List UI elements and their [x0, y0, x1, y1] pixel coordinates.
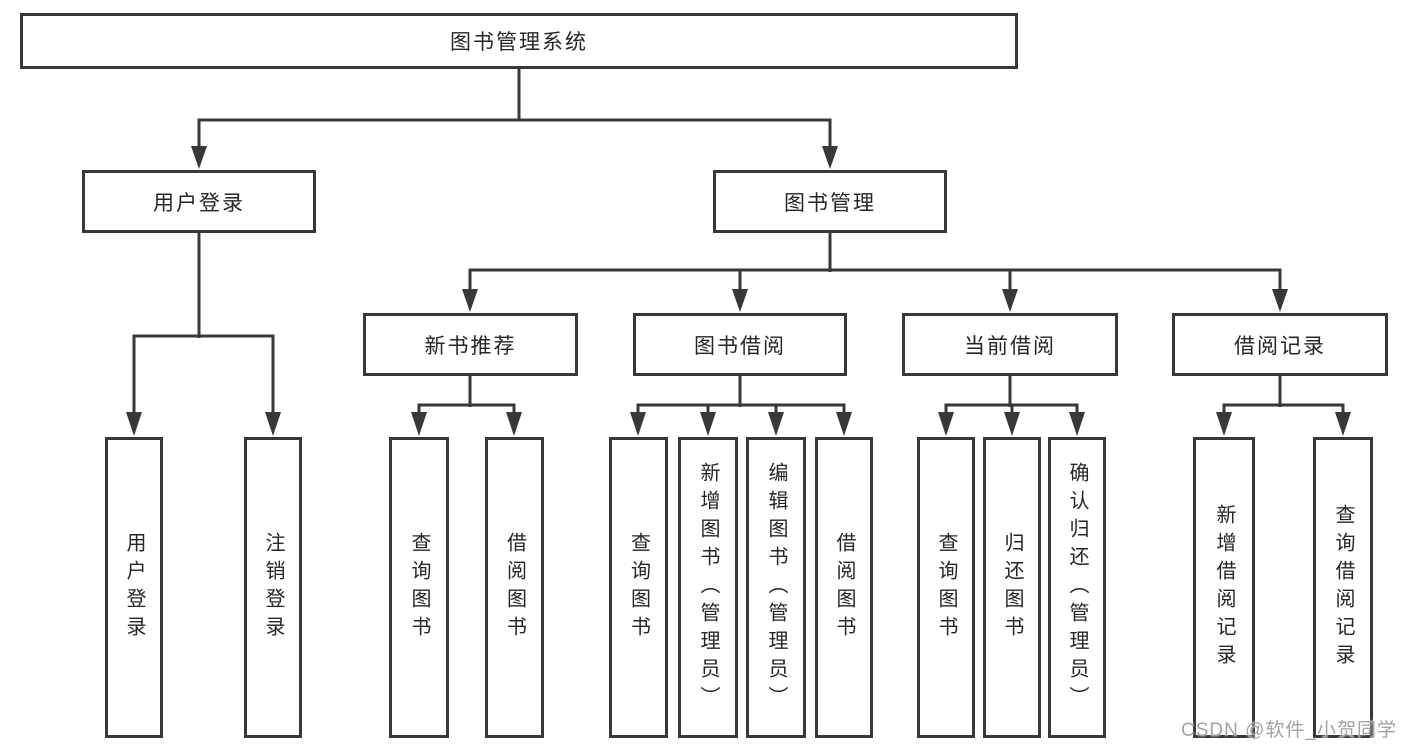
node-leaf-query-books-2: 查询图书	[609, 437, 668, 738]
arrowhead	[1216, 412, 1232, 436]
arrowhead	[126, 412, 142, 436]
node-label: 编辑图书（管理员）	[765, 461, 787, 714]
node-new-book-recommend: 新书推荐	[363, 313, 578, 376]
node-label: 借阅记录	[1234, 334, 1326, 358]
node-label: 当前借阅	[964, 334, 1056, 358]
node-current-borrowing: 当前借阅	[902, 313, 1118, 376]
arrowhead	[768, 412, 784, 436]
arrowhead	[506, 412, 522, 436]
arrowhead	[411, 412, 427, 436]
connector-rail-new-book	[417, 403, 516, 416]
connector-rail-level3	[468, 268, 1282, 293]
arrowhead	[836, 412, 852, 436]
node-label: 图书管理系统	[450, 31, 588, 54]
node-leaf-add-book-admin: 新增图书（管理员）	[678, 437, 738, 738]
arrowhead	[1272, 289, 1288, 312]
node-leaf-borrow-books-2: 借阅图书	[815, 437, 873, 738]
node-label: 新书推荐	[424, 334, 517, 358]
connector-rail-user-login	[132, 334, 275, 416]
arrowhead	[1002, 289, 1018, 312]
node-leaf-logout: 注销登录	[244, 437, 302, 738]
node-label: 用户登录	[123, 531, 145, 644]
node-label: 用户登录	[153, 191, 245, 215]
node-user-login: 用户登录	[82, 170, 316, 233]
arrowhead	[462, 289, 478, 312]
connector-rail-book-borrow	[636, 403, 846, 416]
node-label: 查询借阅记录	[1332, 503, 1354, 672]
arrowhead	[822, 146, 838, 169]
arrowhead	[191, 146, 207, 169]
arrowhead	[732, 289, 748, 312]
node-label: 查询图书	[627, 531, 650, 644]
node-label: 借阅图书	[503, 531, 526, 644]
node-leaf-edit-book-admin: 编辑图书（管理员）	[746, 437, 806, 738]
arrowhead	[1004, 412, 1020, 436]
node-leaf-query-books-1: 查询图书	[389, 437, 449, 738]
arrowhead	[265, 412, 281, 436]
node-label: 查询图书	[408, 531, 430, 644]
node-leaf-user-login: 用户登录	[105, 437, 163, 738]
node-leaf-borrow-books-1: 借阅图书	[485, 437, 544, 738]
node-leaf-query-books-3: 查询图书	[917, 437, 975, 738]
arrowhead	[1335, 412, 1351, 436]
node-leaf-query-borrow-record: 查询借阅记录	[1313, 437, 1373, 738]
node-label: 借阅图书	[833, 531, 855, 644]
arrowhead	[630, 412, 646, 436]
arrowheads	[126, 146, 1351, 436]
node-label: 图书借阅	[694, 334, 786, 358]
node-library-management-system: 图书管理系统	[20, 13, 1018, 69]
node-label: 确认归还（管理员）	[1066, 461, 1088, 714]
node-label: 图书管理	[784, 191, 876, 215]
connector-rail-borrow-records	[1222, 403, 1345, 416]
node-book-borrowing: 图书借阅	[633, 313, 847, 376]
node-leaf-add-borrow-record: 新增借阅记录	[1193, 437, 1255, 738]
node-leaf-confirm-return-admin: 确认归还（管理员）	[1048, 437, 1106, 738]
connector-rail-level2	[197, 118, 832, 150]
node-label: 注销登录	[262, 531, 284, 644]
node-borrowing-records: 借阅记录	[1172, 313, 1388, 376]
node-label: 归还图书	[1001, 531, 1023, 644]
csdn-watermark: CSDN @软件_小贺同学	[1181, 720, 1397, 741]
node-label: 新增图书（管理员）	[697, 461, 719, 714]
node-leaf-return-book: 归还图书	[983, 437, 1041, 738]
arrowhead	[938, 412, 954, 436]
arrowhead	[1069, 412, 1085, 436]
arrowhead	[700, 412, 716, 436]
node-label: 查询图书	[935, 531, 957, 644]
node-label: 新增借阅记录	[1213, 503, 1235, 672]
node-book-management: 图书管理	[713, 170, 947, 233]
